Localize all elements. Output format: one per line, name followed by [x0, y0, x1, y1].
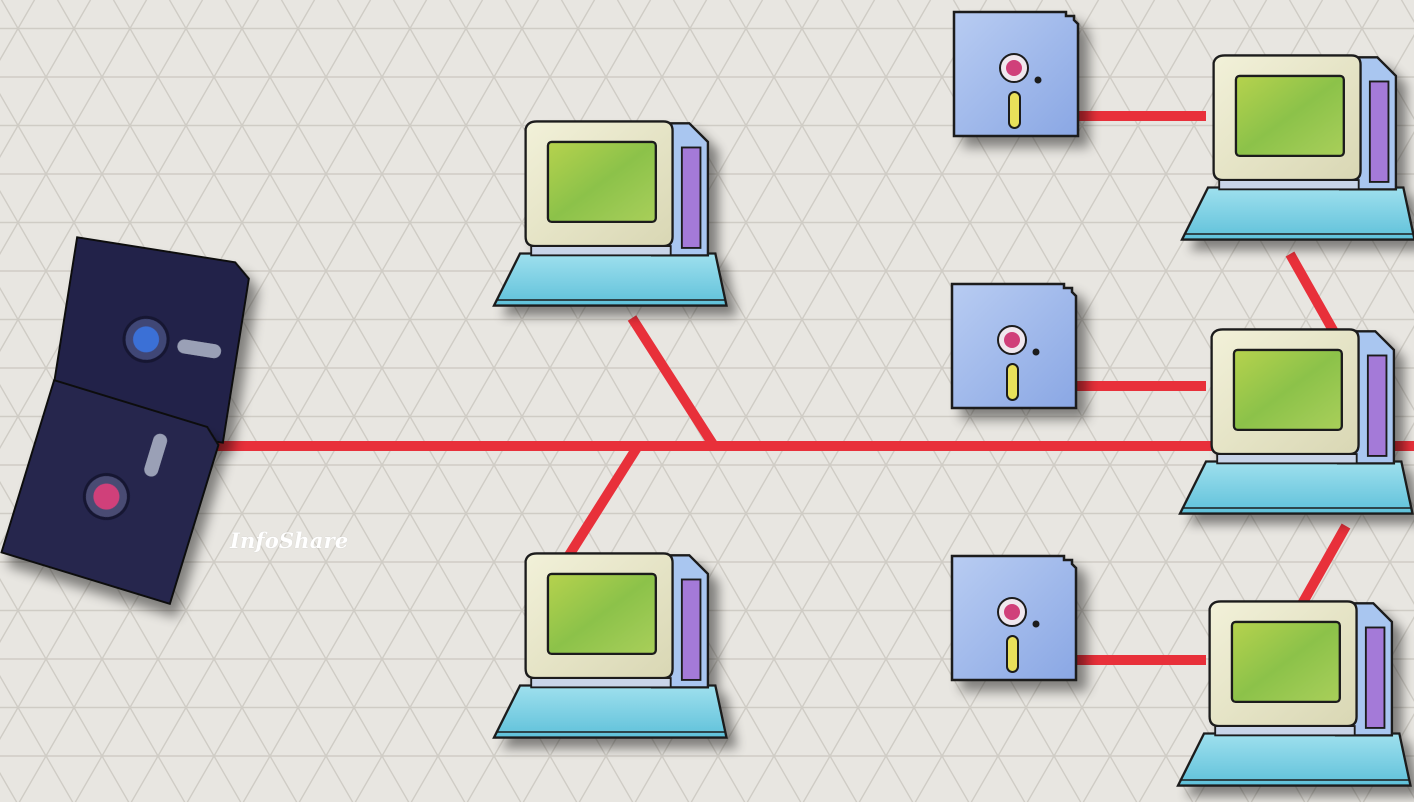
chain-middle-bottom [1297, 523, 1351, 607]
floppy-disk-icon [0, 378, 220, 606]
floppy-disk-icon [950, 554, 1078, 682]
computer-icon [492, 120, 728, 307]
computer-icon [492, 552, 728, 739]
floppy-disk-icon [950, 282, 1078, 410]
computer-icon [1178, 328, 1414, 515]
floppy-disk-icon [952, 10, 1080, 138]
computer-icon [1176, 600, 1412, 787]
network-cables [160, 111, 1414, 665]
branch-to-top-computer [627, 315, 719, 449]
infoshare-caption: InfoShare [230, 528, 349, 553]
chain-top-middle [1285, 251, 1339, 335]
branch-to-bottom-computer [561, 443, 643, 563]
computer-icon [1180, 54, 1414, 241]
